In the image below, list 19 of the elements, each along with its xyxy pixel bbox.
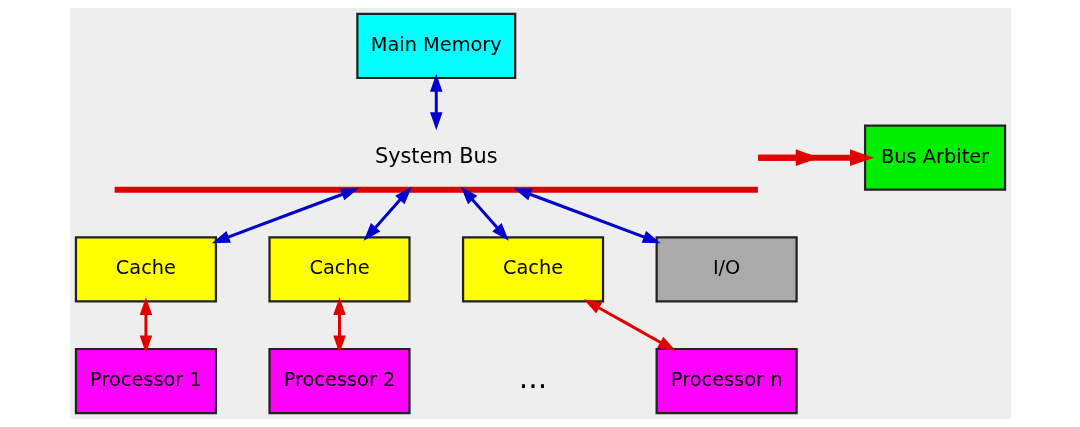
node-box: I/O bbox=[655, 236, 798, 303]
node-box: Bus Arbiter bbox=[863, 124, 1006, 191]
node-text: System Bus bbox=[374, 144, 498, 169]
arrow bbox=[429, 73, 443, 131]
arrow bbox=[332, 297, 346, 354]
label: ... bbox=[518, 360, 547, 396]
node-box: Cache bbox=[74, 236, 217, 303]
arrow bbox=[460, 186, 509, 241]
node-box: Processor 2 bbox=[267, 347, 411, 415]
node-box: Processor n bbox=[655, 347, 798, 415]
node-box: Cache bbox=[461, 236, 604, 303]
arrow bbox=[363, 186, 412, 241]
node-box: Processor 1 bbox=[74, 347, 217, 415]
arrow bbox=[583, 299, 676, 351]
arrow bbox=[513, 188, 661, 244]
node-box: Cache bbox=[267, 236, 411, 303]
node-box: Main Memory bbox=[355, 12, 516, 80]
arrow bbox=[139, 297, 152, 354]
arrow bbox=[211, 188, 359, 244]
